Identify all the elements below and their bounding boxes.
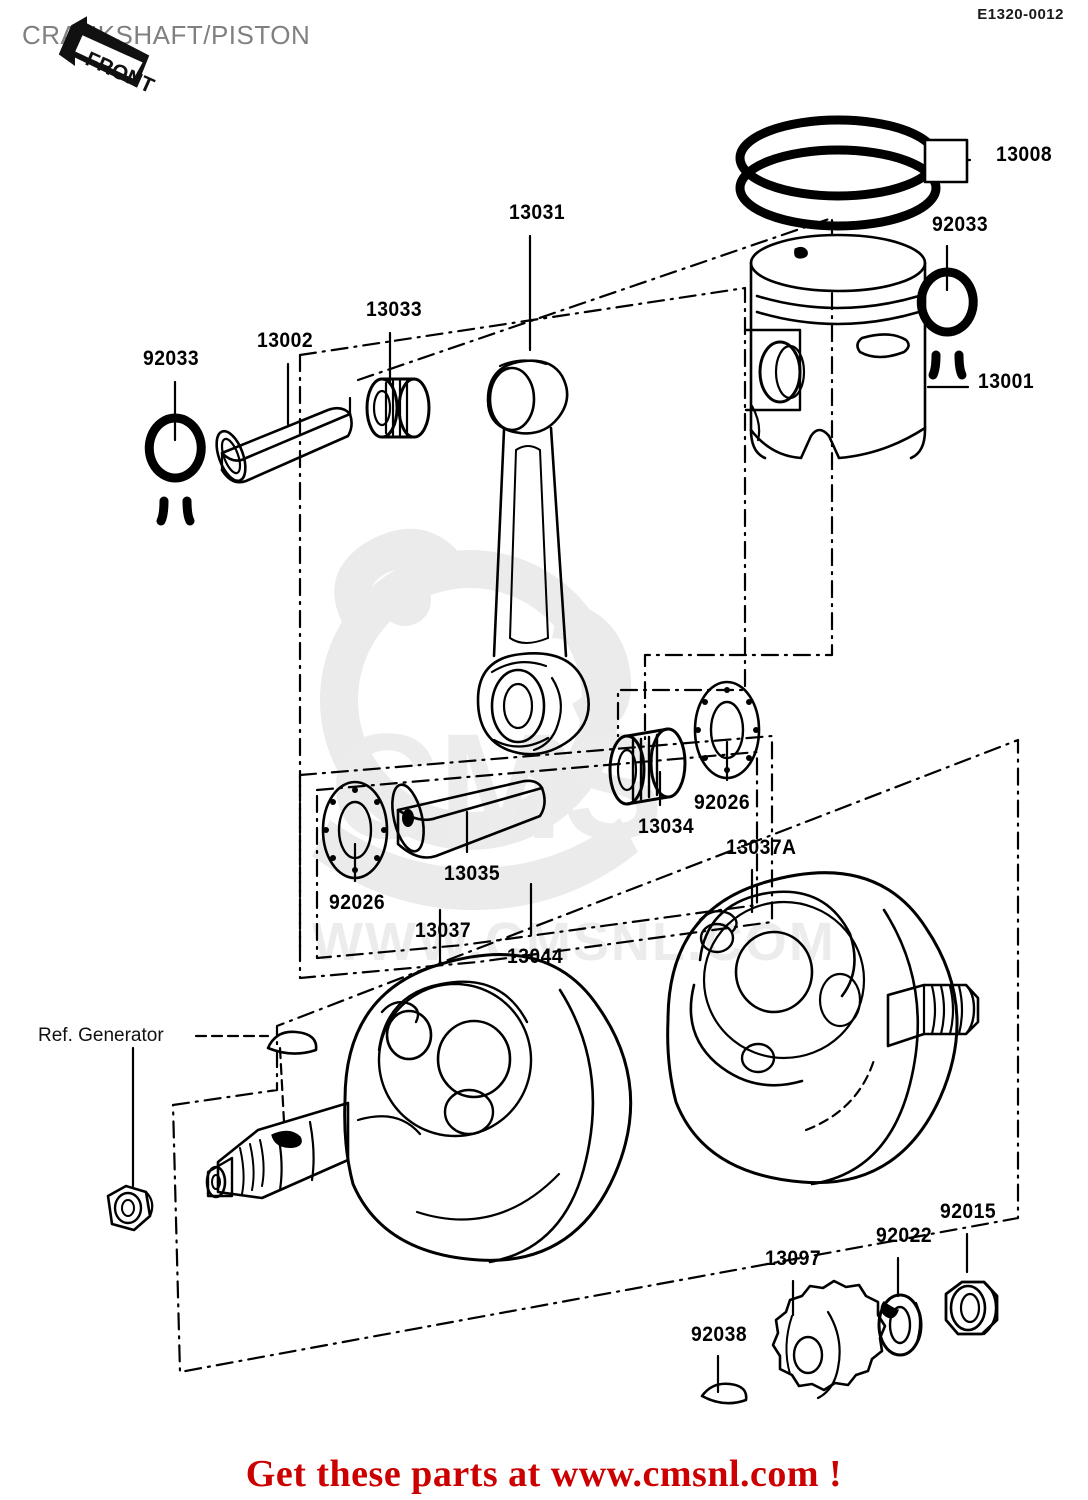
diagram-code: E1320-0012 bbox=[977, 6, 1064, 23]
callout-92022: 92022 bbox=[876, 1224, 933, 1247]
callout-92033-left: 92033 bbox=[143, 347, 200, 370]
front-direction-badge: FRONT bbox=[58, 16, 158, 96]
callout-13002: 13002 bbox=[257, 329, 314, 352]
crankshaft-nut-left bbox=[106, 1184, 154, 1232]
group-bracket-13034-outer bbox=[356, 216, 834, 742]
watermark-url: WWW.CMSNL.COM bbox=[312, 912, 836, 972]
crank-nut-92015 bbox=[944, 1280, 999, 1336]
callout-92038: 92038 bbox=[691, 1323, 748, 1346]
callout-13033: 13033 bbox=[366, 298, 423, 321]
callout-13037: 13037 bbox=[415, 919, 472, 942]
thrust-washer-92026-right bbox=[693, 680, 761, 780]
circlip-92033-right bbox=[916, 267, 978, 380]
group-bracket-13044 bbox=[298, 734, 774, 980]
callout-13008: 13008 bbox=[996, 143, 1053, 166]
callout-92026-left: 92026 bbox=[329, 891, 386, 914]
footer-cta: Get these parts at www.cmsnl.com ! bbox=[245, 1453, 843, 1495]
callout-13044: 13044 bbox=[507, 945, 564, 968]
callout-13035: 13035 bbox=[444, 862, 501, 885]
callout-ref-generator: Ref. Generator bbox=[38, 1025, 164, 1046]
piston-ring-set-13008 bbox=[735, 115, 969, 231]
crank-web-left-13037 bbox=[205, 953, 633, 1264]
callout-92026-right: 92026 bbox=[694, 791, 751, 814]
piston-pin-13002 bbox=[215, 396, 353, 484]
lock-washer-92022 bbox=[877, 1293, 923, 1357]
drive-sprocket-13097 bbox=[771, 1279, 887, 1400]
callout-13034: 13034 bbox=[638, 815, 695, 838]
circlip-92033-left bbox=[144, 413, 206, 526]
woodruff-key-92038 bbox=[700, 1382, 748, 1405]
needle-bearing-13034 bbox=[608, 727, 687, 806]
piston-13001 bbox=[744, 233, 927, 460]
crankpin-13035 bbox=[391, 779, 546, 859]
woodruff-key-generator bbox=[266, 1030, 318, 1055]
callout-13001: 13001 bbox=[978, 370, 1035, 393]
callout-13097: 13097 bbox=[765, 1247, 822, 1270]
callout-13037a: 13037A bbox=[726, 836, 797, 859]
callout-13031: 13031 bbox=[509, 201, 566, 224]
thrust-washer-92026-left bbox=[321, 780, 389, 880]
crank-web-right-13037a bbox=[666, 871, 980, 1186]
connecting-rod-13031 bbox=[476, 359, 590, 756]
callout-92015: 92015 bbox=[940, 1200, 997, 1223]
needle-bearing-13033 bbox=[365, 377, 431, 439]
group-bracket-13037-crank bbox=[171, 738, 1020, 1374]
callout-92033-right: 92033 bbox=[932, 213, 989, 236]
